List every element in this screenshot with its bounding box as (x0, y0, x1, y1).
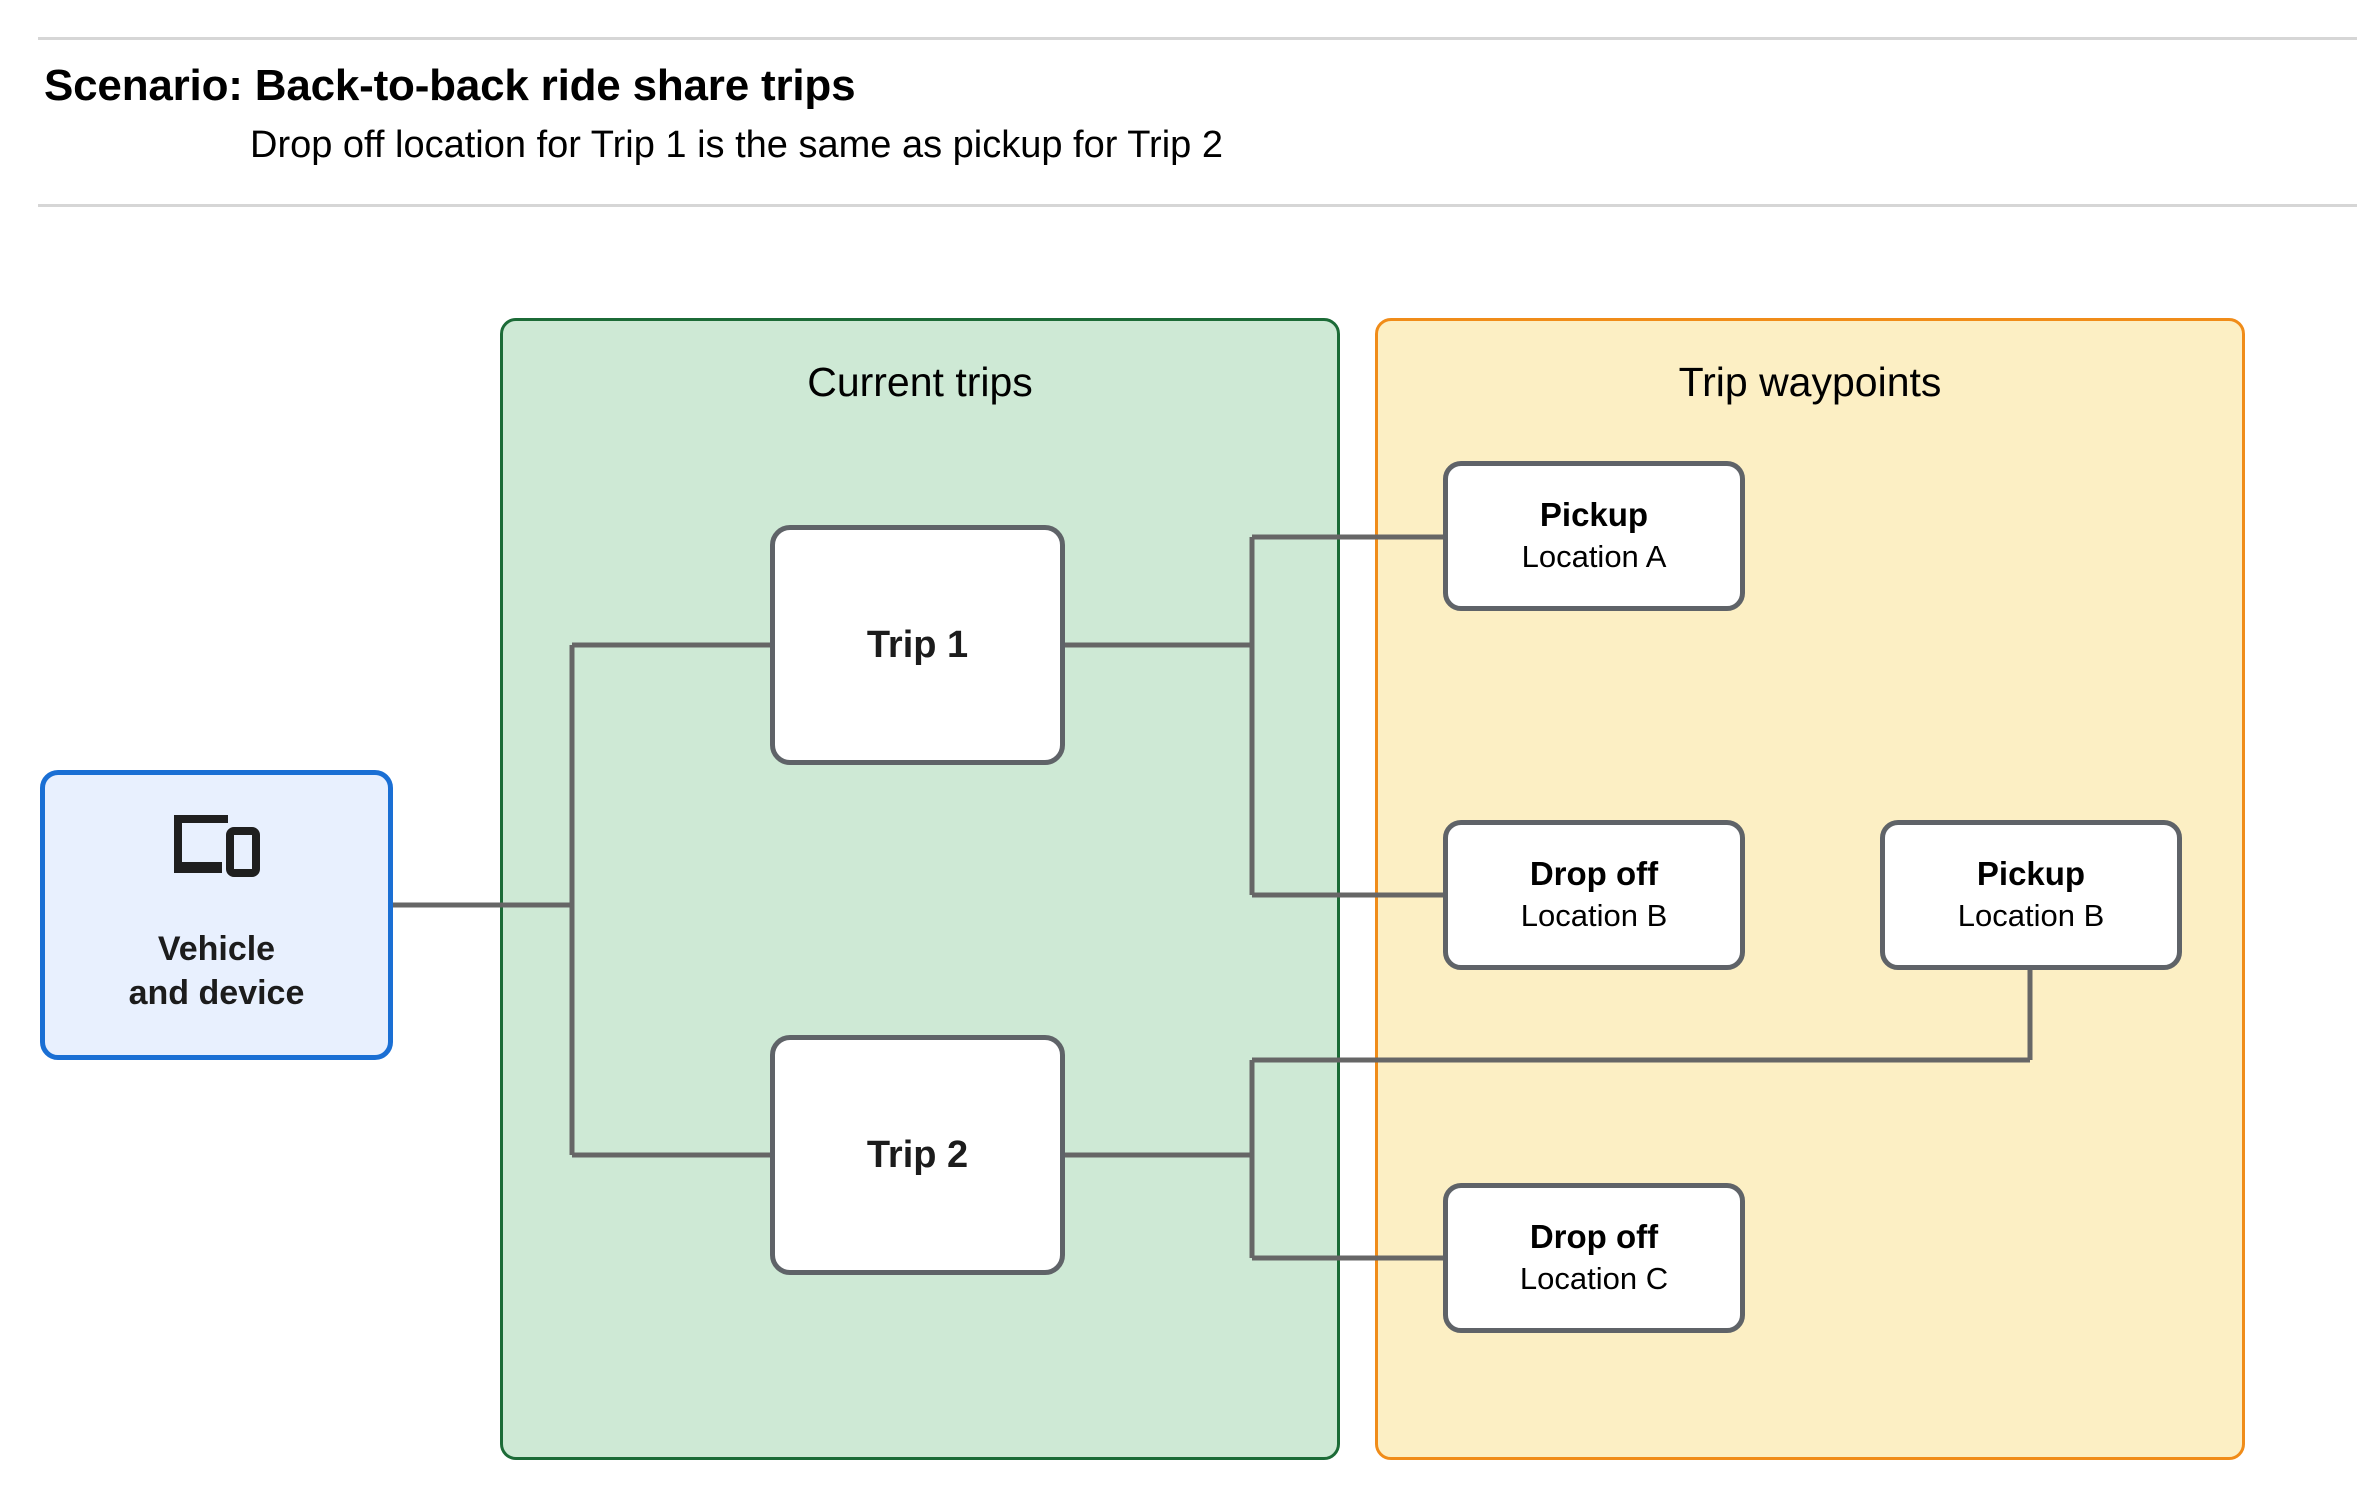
page-title: Scenario: Back-to-back ride share trips (44, 61, 856, 110)
vehicle-label-line1: Vehicle (157, 929, 276, 968)
header-divider-top (38, 37, 2357, 40)
devices-icon (173, 814, 260, 882)
panel-current-trips-title: Current trips (807, 359, 1033, 405)
node-trip-2[interactable]: Trip 2 (770, 1035, 1065, 1275)
waypoint-pickup-a-location: Location A (1521, 538, 1667, 574)
node-waypoint-pickup-b[interactable]: Pickup Location B (1880, 820, 2182, 970)
waypoint-pickup-b-location: Location B (1957, 897, 2105, 933)
vehicle-label-line2: and device (128, 973, 305, 1012)
node-waypoint-dropoff-c[interactable]: Drop off Location C (1443, 1183, 1745, 1333)
node-vehicle-and-device[interactable]: Vehicle and device (40, 770, 393, 1060)
waypoint-dropoff-c-location: Location C (1519, 1260, 1669, 1296)
waypoint-pickup-a-title: Pickup (1539, 495, 1649, 533)
header-divider-bottom (38, 204, 2357, 207)
panel-trip-waypoints-title: Trip waypoints (1678, 359, 1942, 405)
waypoint-dropoff-c-title: Drop off (1529, 1217, 1659, 1255)
waypoint-pickup-b-title: Pickup (1976, 854, 2086, 892)
panel-current-trips: Current trips (500, 318, 1340, 1460)
page-subtitle: Drop off location for Trip 1 is the same… (250, 124, 1223, 166)
waypoint-dropoff-b-title: Drop off (1529, 854, 1659, 892)
waypoint-dropoff-b-location: Location B (1520, 897, 1668, 933)
node-trip-1[interactable]: Trip 1 (770, 525, 1065, 765)
node-waypoint-pickup-a[interactable]: Pickup Location A (1443, 461, 1745, 611)
node-waypoint-dropoff-b[interactable]: Drop off Location B (1443, 820, 1745, 970)
trip-1-label: Trip 1 (866, 623, 969, 666)
header-band: Scenario: Back-to-back ride share trips … (0, 0, 2357, 215)
trip-2-label: Trip 2 (866, 1133, 969, 1176)
